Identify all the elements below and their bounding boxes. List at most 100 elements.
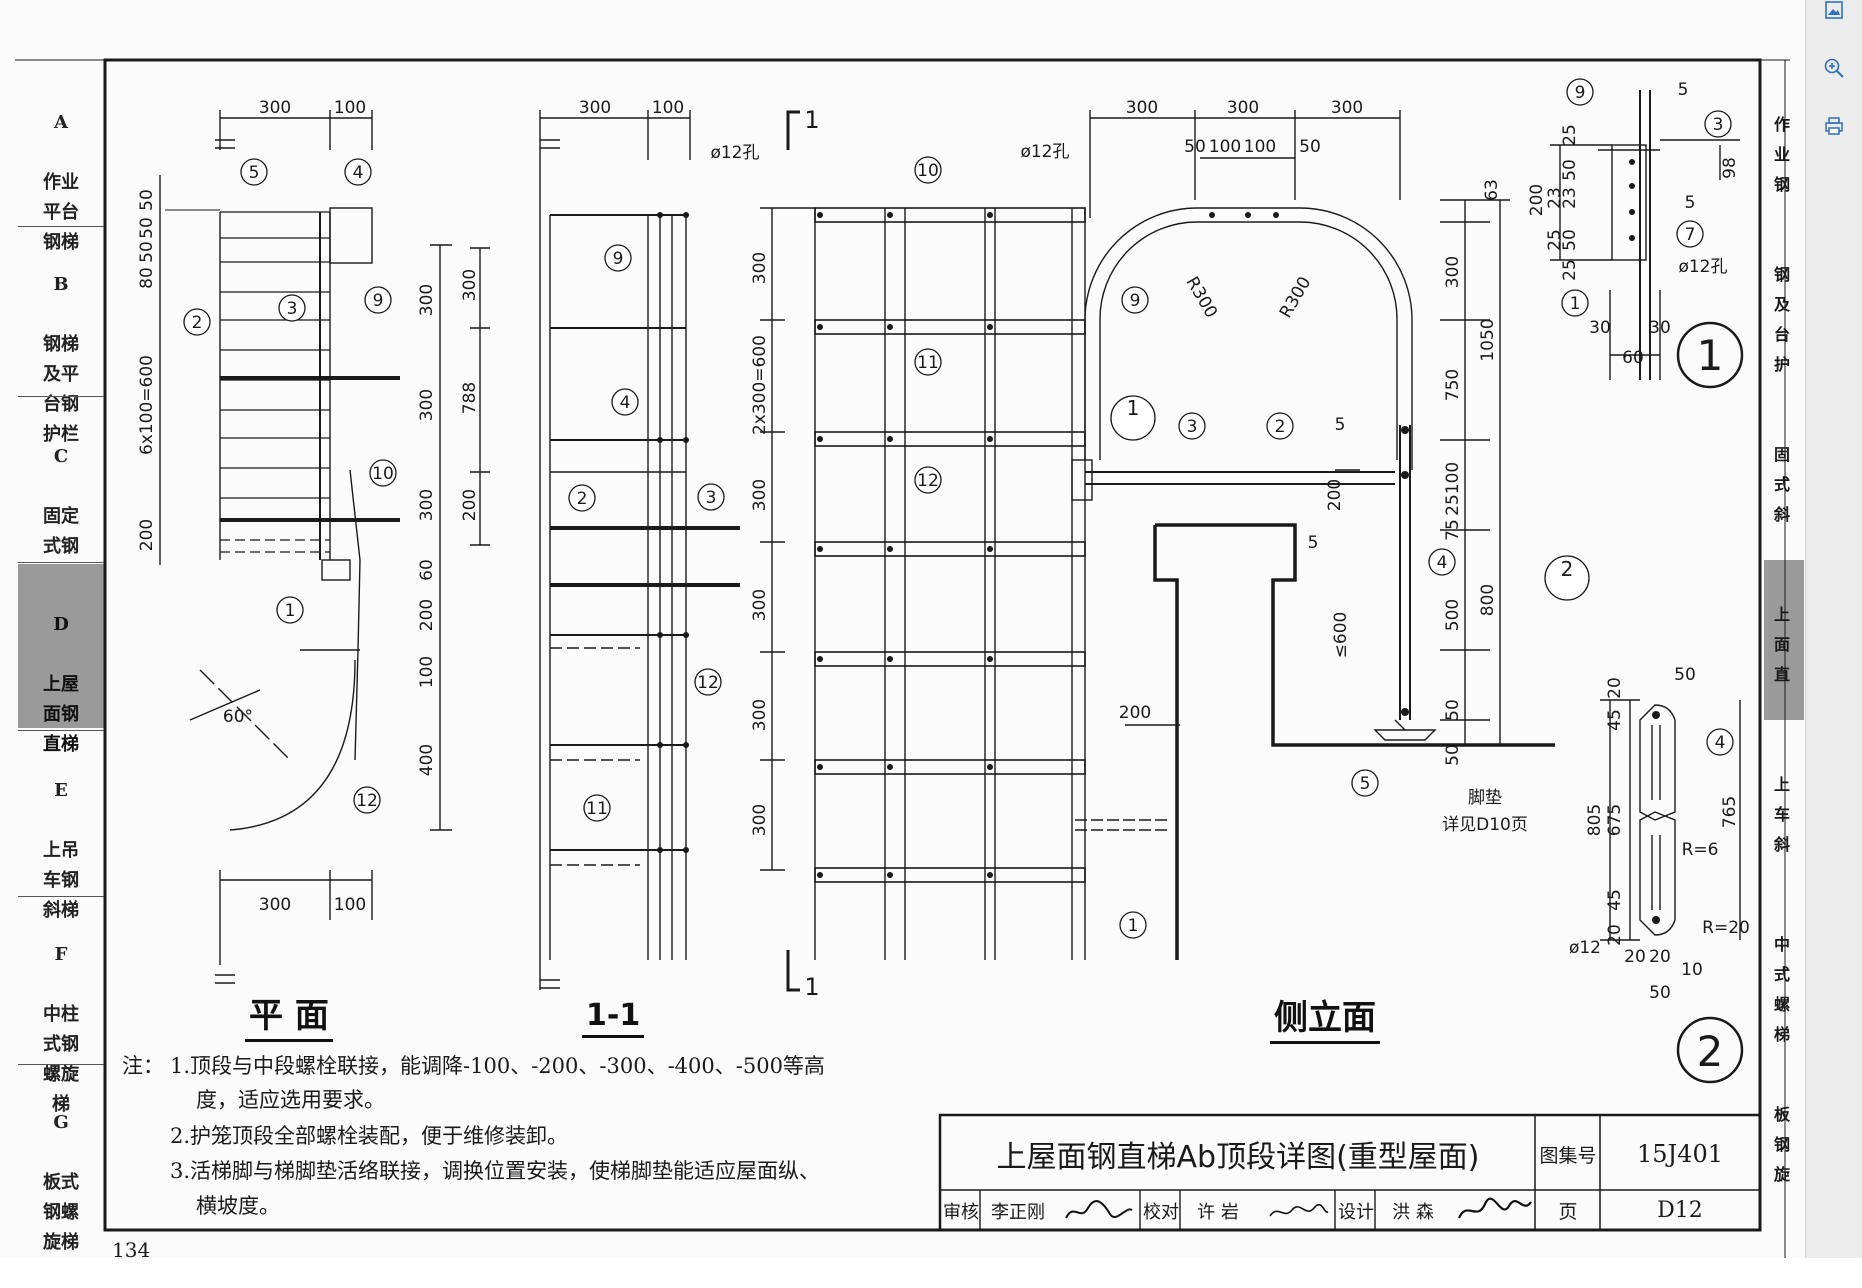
callout-num: 10: [917, 161, 939, 181]
dim-label: 1050: [1478, 318, 1498, 361]
dim-label: 200: [1119, 703, 1151, 723]
section-b[interactable]: B 钢梯 及平 台钢 护栏: [18, 240, 104, 445]
dim-label: 25: [1560, 124, 1580, 146]
dim-label: 300: [417, 489, 437, 521]
section-d[interactable]: D 上屋 面钢 直梯: [18, 564, 104, 755]
dim-label: 20: [1649, 947, 1671, 967]
dim-label: 100: [1443, 462, 1463, 494]
right-tab[interactable]: 上 面 直: [1774, 605, 1791, 684]
title-block-lines: [938, 1113, 1762, 1232]
plan-view: [159, 110, 452, 984]
callout-num: 4: [620, 393, 631, 413]
print-icon: [1825, 117, 1843, 135]
right-tab[interactable]: 上 车 斜: [1774, 775, 1791, 854]
radius-label: R=6: [1682, 840, 1719, 860]
bolts: [657, 159, 1660, 924]
design-label: 设计: [1338, 1201, 1374, 1223]
note-line: 1.顶段与中段螺栓联接，能调降-100、-200、-300、-400、-500等…: [170, 1054, 825, 1078]
dim-label: 300: [417, 389, 437, 421]
pdf-viewer: A 作业 平台 钢梯 B 钢梯 及平 台钢 护栏 C 固定 式钢 斜梯 D 上屋…: [0, 0, 1862, 1262]
dim-label: ≤600: [1331, 612, 1351, 659]
right-tab[interactable]: 钢 及 台 护: [1774, 265, 1791, 374]
side-elevation-view: [760, 110, 1555, 992]
right-tab[interactable]: 中 式 螺 梯: [1774, 935, 1791, 1044]
dim-label: 100: [334, 98, 366, 118]
divider: [18, 730, 104, 731]
dim-label: 300: [750, 479, 770, 511]
zoom-in-button[interactable]: [1818, 52, 1850, 84]
dim-label: 30: [1589, 318, 1611, 338]
dim-label: 788: [460, 382, 480, 414]
section-letter: D: [53, 614, 69, 635]
drawing-title: 上屋面钢直梯Ab顶段详图(重型屋面): [996, 1140, 1480, 1175]
designer-signature: [1455, 1194, 1533, 1226]
drawing-canvas: [15, 58, 1790, 1258]
detail-number: 1: [1697, 331, 1724, 380]
callout-num: 12: [356, 791, 378, 811]
callout-num: 9: [613, 249, 624, 269]
dim-label: 300: [259, 895, 291, 915]
section-f[interactable]: F 中柱 式钢 螺旋 梯: [18, 910, 104, 1115]
right-tab-active[interactable]: [1764, 560, 1804, 720]
section-letter: C: [53, 446, 69, 467]
dim-label: 2x300=600: [750, 335, 770, 435]
callout-num: 10: [372, 464, 394, 484]
dim-label: 6x100=600: [137, 355, 157, 455]
cut-mark: 1: [804, 973, 819, 1001]
plan-title: 平 面: [245, 988, 333, 1042]
hole-label: ø12孔: [1020, 142, 1069, 162]
side-title: 侧立面: [1270, 990, 1380, 1044]
image-button[interactable]: [1818, 0, 1850, 26]
dim-label: 300: [750, 804, 770, 836]
reviewer-name: 李正刚: [991, 1201, 1045, 1223]
dim-label: 25: [1560, 259, 1580, 281]
callout-num: 4: [1715, 733, 1726, 753]
print-button[interactable]: [1818, 110, 1850, 142]
right-tab[interactable]: 固 式 斜: [1774, 445, 1791, 524]
checker-signature: [1262, 1196, 1332, 1226]
dim-label: 50: [1443, 699, 1463, 721]
viewer-toolbar: [1805, 0, 1862, 1258]
dim-label: 100: [417, 656, 437, 688]
section-g[interactable]: G 板式 钢螺 旋梯: [18, 1078, 104, 1253]
section-1-1-view: [470, 110, 740, 990]
weld-label: 5: [1335, 415, 1346, 435]
callout-num: 12: [917, 471, 939, 491]
section-a[interactable]: A 作业 平台 钢梯: [18, 78, 104, 253]
right-tab[interactable]: 板 钢 旋: [1774, 1105, 1791, 1184]
drawing-page: A 作业 平台 钢梯 B 钢梯 及平 台钢 护栏 C 固定 式钢 斜梯 D 上屋…: [15, 58, 1804, 1262]
dim-label: 20: [1605, 677, 1625, 699]
callout-num: 11: [917, 353, 939, 373]
dim-label: 60: [1622, 348, 1644, 368]
dim-label: 63: [1482, 179, 1502, 201]
dim-label: 100: [334, 895, 366, 915]
section-letter: A: [54, 112, 68, 133]
check-label: 校对: [1143, 1201, 1179, 1223]
radius-label: R=20: [1702, 918, 1750, 938]
dim-label: 100: [1244, 137, 1276, 157]
callout-num: 3: [287, 299, 298, 319]
detail-ref: 1: [1127, 396, 1140, 420]
dim-label: 23: [1560, 187, 1580, 209]
detail-1-view: [1550, 90, 1744, 389]
callout-num: 4: [353, 163, 364, 183]
detail-ref: 2: [1561, 557, 1574, 581]
page-code: D12: [1657, 1198, 1703, 1223]
callout-num: 5: [1360, 774, 1371, 794]
zoom-in-icon: [1824, 58, 1844, 78]
dim-label: 50: [1674, 665, 1696, 685]
cut-mark: 1: [804, 106, 819, 134]
right-tab[interactable]: 作 业 钢: [1774, 115, 1791, 194]
weld-label: 5: [1308, 533, 1319, 553]
callout-num: 11: [586, 799, 608, 819]
detail-number: 2: [1697, 1027, 1724, 1076]
divider: [18, 396, 104, 397]
dim-label: 75: [1443, 519, 1463, 541]
section-e[interactable]: E 上吊 车钢 斜梯: [18, 746, 104, 921]
dim-label: 50: [137, 241, 157, 263]
note-line: 2.护笼顶段全部螺栓装配，便于维修装卸。: [170, 1124, 569, 1148]
dim-label: 300: [1443, 256, 1463, 288]
divider: [18, 562, 104, 563]
dim-label: 200: [460, 489, 480, 521]
weld-label: 5: [1685, 193, 1696, 213]
